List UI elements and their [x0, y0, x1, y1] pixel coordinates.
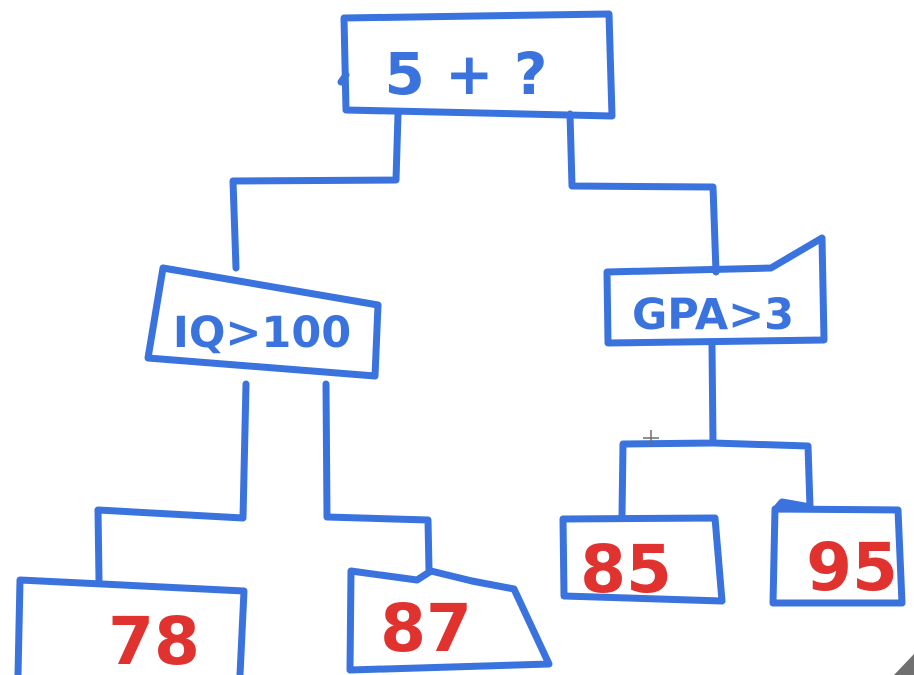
corner-resize-icon: [894, 654, 914, 675]
gpa-node: GPA>3: [603, 234, 828, 347]
leaf-node-78-label: 78: [108, 603, 200, 675]
connector-iq-to-left-leaves: [94, 380, 250, 584]
connector-gpa-to-95: [709, 439, 814, 513]
gpa-node-box: [603, 234, 828, 347]
leaf-node-87-label: 87: [380, 590, 472, 667]
leaf-node-95: 95: [769, 505, 906, 607]
connector-iq-to-87: [322, 380, 433, 574]
leaf-node-87: 87: [346, 567, 553, 674]
iq-node: IQ>100: [144, 264, 382, 380]
connector-root-to-gpa: [566, 110, 720, 276]
root-node-box: [337, 10, 616, 120]
root-node: 5 + ?: [337, 10, 616, 120]
iq-node-box: [144, 264, 382, 380]
leaf-node-87-box: [346, 567, 553, 674]
leaf-node-78-box: [14, 576, 248, 675]
leaf-node-95-box: [769, 505, 906, 607]
connector-gpa-to-leaves: [618, 341, 717, 520]
leaf-node-85-box: [559, 514, 726, 605]
crosshair-cursor-icon: [643, 430, 659, 446]
iq-node-label: IQ>100: [173, 308, 351, 358]
gpa-node-label: GPA>3: [632, 290, 794, 340]
connector-root-to-iq: [229, 110, 402, 272]
leaf-node-85: 85: [559, 514, 726, 608]
leaf-node-78: 78: [14, 576, 248, 675]
leaf-node-85-label: 85: [580, 531, 672, 608]
leaf-node-95-label: 95: [806, 529, 898, 606]
root-node-label: 5 + ?: [385, 40, 548, 108]
